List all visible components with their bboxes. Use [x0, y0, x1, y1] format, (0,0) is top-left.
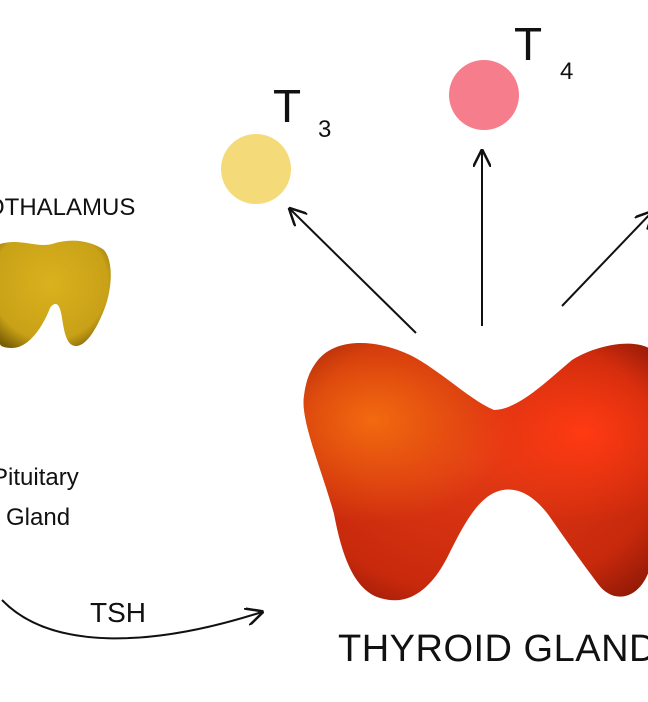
thyroid-gland-label: THYROID GLAND	[338, 628, 648, 670]
pituitary-label-line2: Gland	[6, 504, 71, 531]
t3-hormone-circle	[221, 134, 291, 204]
t4-label-subscript: 4	[560, 58, 574, 85]
t4-hormone-circle	[449, 60, 519, 130]
thyroid-gland-shape	[303, 343, 648, 601]
hypothalamus-label: OTHALAMUS	[0, 194, 136, 221]
pituitary-label-line1: Pituitary	[0, 464, 79, 491]
t4-label-letter: T	[514, 18, 543, 70]
t3-label-letter: T	[273, 80, 302, 132]
t3-label-subscript: 3	[318, 116, 332, 143]
tsh-label: TSH	[90, 597, 146, 628]
arrow-to-right	[561, 212, 648, 307]
hypothalamus-shape	[0, 240, 111, 348]
arrow-to-t3	[290, 209, 417, 334]
tsh-arrow	[1, 599, 262, 640]
